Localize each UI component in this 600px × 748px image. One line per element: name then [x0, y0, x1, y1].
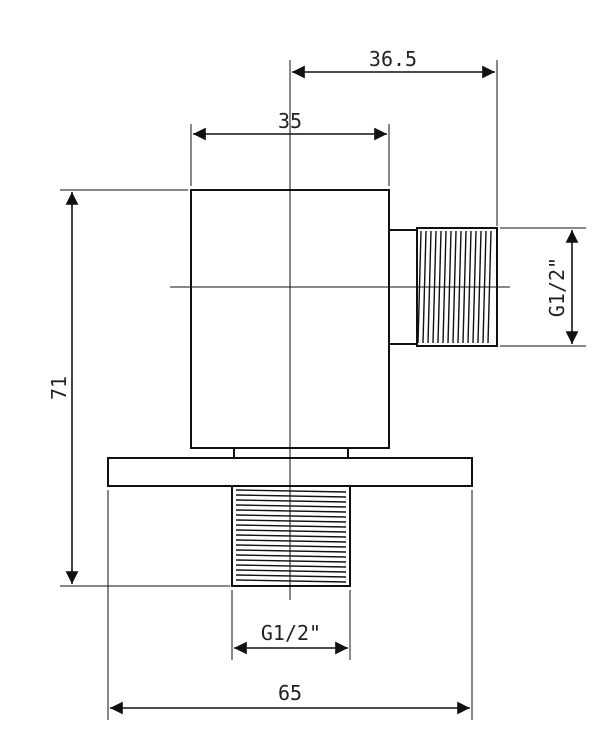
dimension-overall-width: 65 [107, 490, 473, 720]
center-lines [170, 176, 510, 600]
thread-line [235, 549, 347, 553]
thread-line [235, 559, 347, 563]
bottom-stem [231, 485, 351, 587]
thread-line [235, 564, 347, 568]
dim-label-overall-width: 65 [278, 681, 302, 705]
dimension-outlet-reach: 36.5 [289, 47, 498, 226]
thread-line [235, 554, 347, 558]
neck [233, 447, 349, 459]
dimension-bottom-thread: G1/2" [231, 590, 351, 660]
thread-line [235, 519, 347, 523]
thread-line [235, 514, 347, 518]
dim-label-side-thread: G1/2" [545, 257, 569, 317]
thread-line [235, 489, 347, 493]
thread-line [235, 524, 347, 528]
dim-label-body-width: 35 [278, 109, 302, 133]
thread-line [235, 529, 347, 533]
thread-line [235, 499, 347, 503]
dim-label-overall-height: 71 [47, 376, 71, 400]
dim-label-bottom-thread: G1/2" [261, 621, 321, 645]
thread-line [235, 569, 347, 573]
dimension-overall-height: 71 [47, 189, 230, 587]
thread-line [235, 539, 347, 543]
dimension-side-thread: G1/2" [500, 227, 586, 347]
bottom-thread-lines [235, 489, 347, 583]
thread-line [235, 534, 347, 538]
dimension-body-width: 35 [190, 109, 390, 186]
thread-line [235, 509, 347, 513]
thread-line [235, 574, 347, 578]
thread-line [235, 579, 347, 583]
thread-line [235, 544, 347, 548]
dim-label-outlet-reach: 36.5 [369, 47, 417, 71]
thread-line [235, 494, 347, 498]
thread-line [235, 504, 347, 508]
